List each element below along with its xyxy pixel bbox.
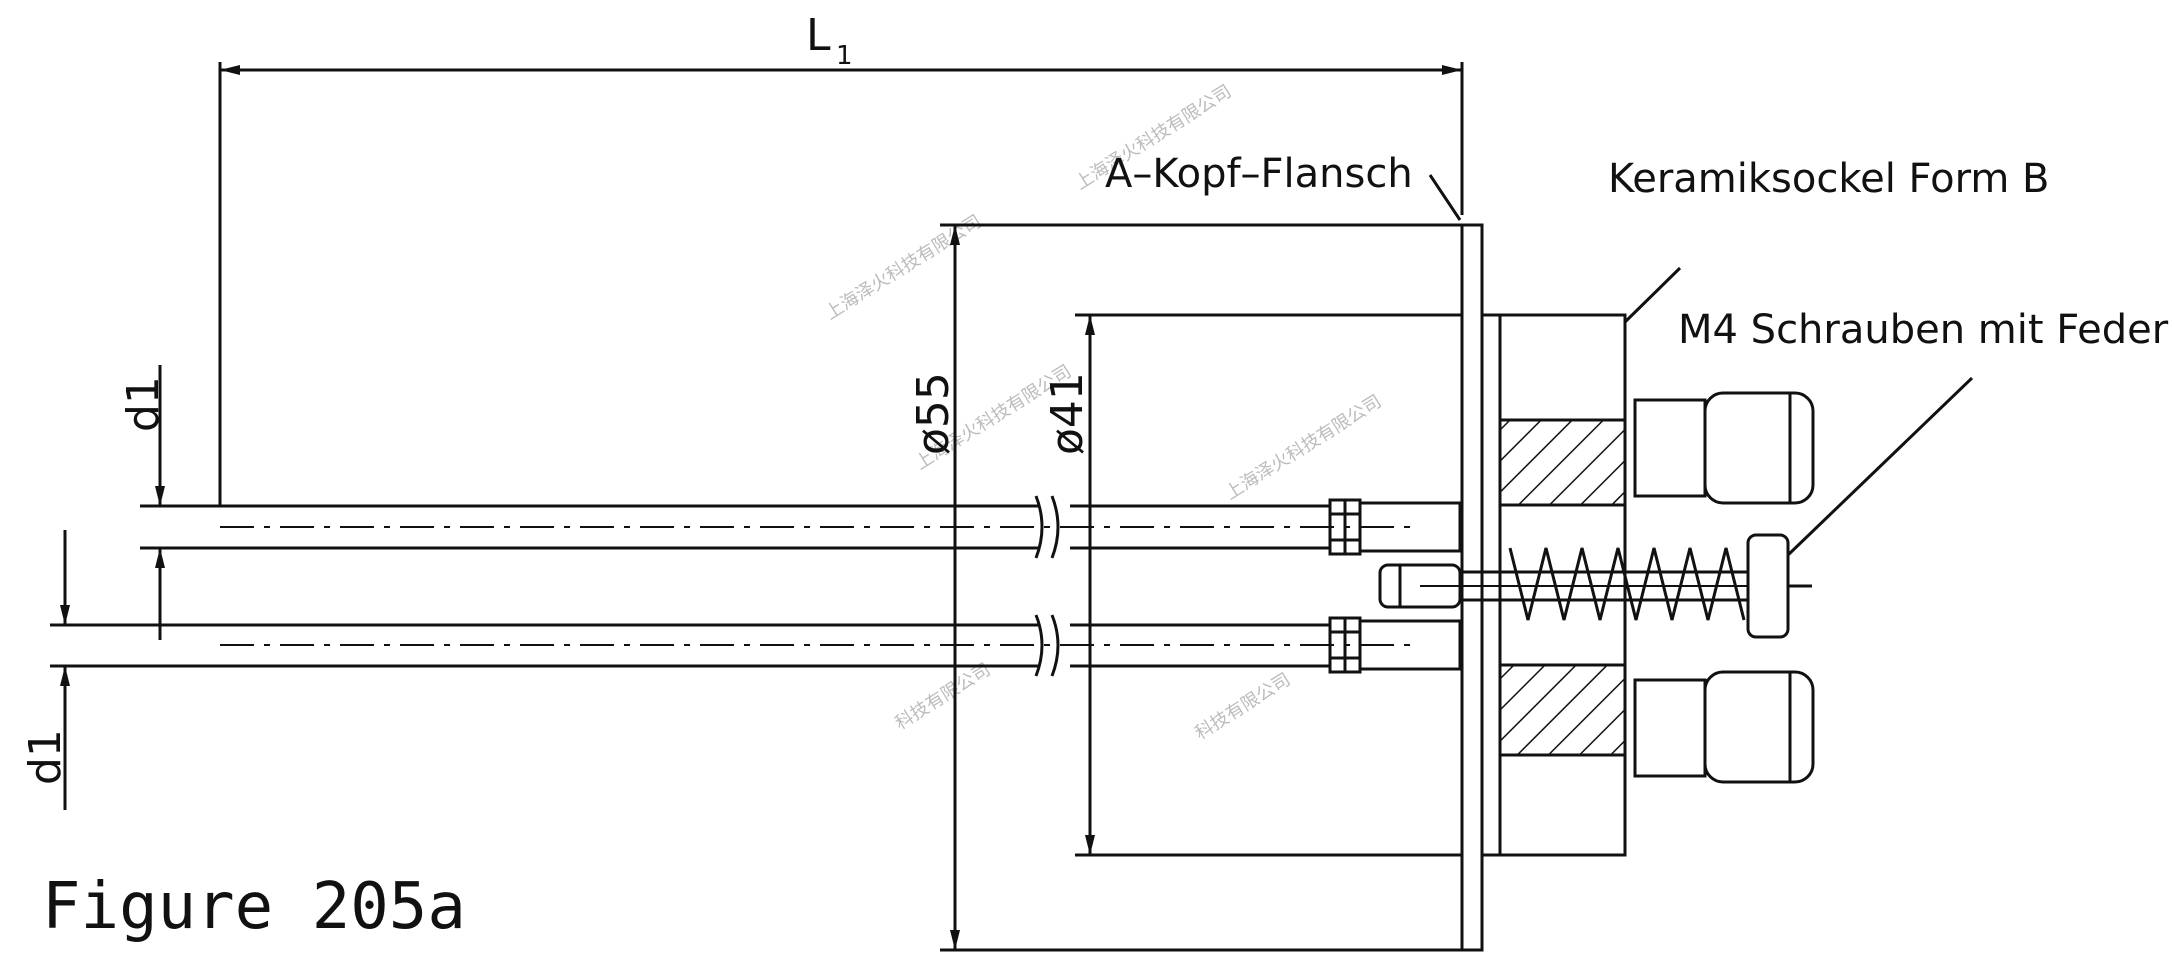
rod-lower	[220, 614, 1420, 677]
dimension-d41-label: ø41	[1042, 372, 1093, 455]
rod-nut-upper	[1328, 498, 1462, 556]
dimension-d1-lower	[50, 530, 220, 810]
callout-leaders	[1428, 174, 1974, 557]
rod-nut-lower	[1328, 616, 1462, 674]
ceramic-hatch-upper	[1498, 418, 1627, 507]
terminal-screw-upper	[1633, 391, 1815, 505]
callout-ceramic-base: Keramiksockel Form B	[1608, 156, 2049, 202]
watermark: 科技有限公司	[892, 659, 995, 734]
watermark: 上海泽火科技有限公司	[1222, 391, 1386, 504]
dimension-d1-upper-label: d1	[118, 376, 169, 432]
dimension-d55-label: ø55	[908, 372, 959, 455]
terminal-screw-lower	[1633, 670, 1815, 784]
rod-upper	[220, 495, 1420, 559]
ceramic-hatch-lower	[1498, 663, 1627, 757]
watermark: 上海泽火科技有限公司	[822, 211, 986, 324]
callout-screws: M4 Schrauben mit Feder	[1678, 307, 2169, 353]
dimension-d55	[940, 223, 1462, 952]
dimension-l1	[218, 62, 1464, 505]
callout-head-flange: A–Kopf–Flansch	[1105, 151, 1413, 197]
dimension-l1-label: L	[806, 10, 831, 61]
watermark: 科技有限公司	[1192, 669, 1295, 744]
dimension-d1-lower-label: d1	[20, 729, 71, 785]
head-flange	[1460, 223, 1484, 952]
spring-screw	[1378, 533, 1812, 639]
figure-caption: Figure 205a	[42, 870, 466, 944]
dimension-l1-subscript: 1	[836, 41, 853, 71]
